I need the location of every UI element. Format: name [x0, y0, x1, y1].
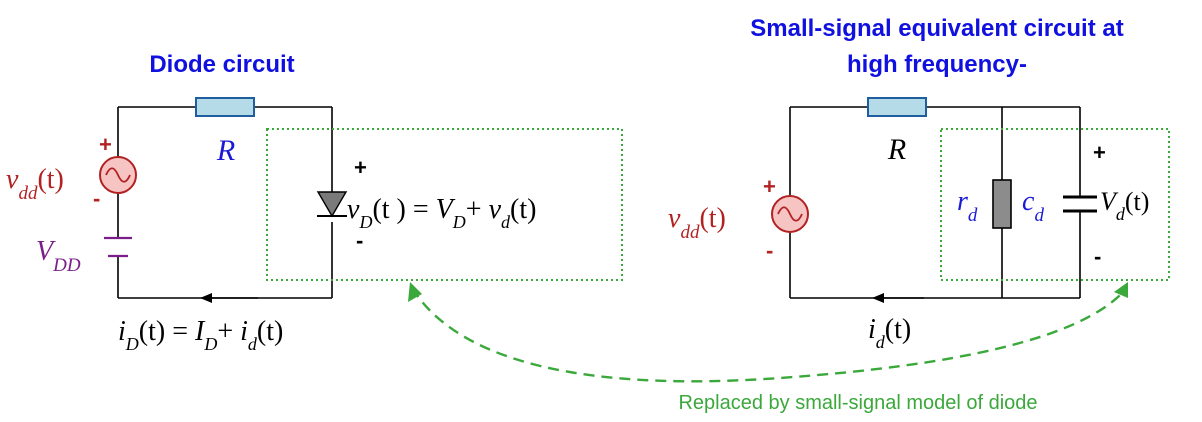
vd-minus: - [1094, 244, 1101, 269]
right-source-label: vdd(t) [668, 203, 726, 243]
cd-capacitor [1063, 195, 1097, 213]
right-resistor-label: R [887, 133, 906, 166]
left-source-minus: - [93, 186, 100, 211]
cd-label: cd [1022, 186, 1044, 226]
left-resistor [195, 97, 255, 117]
right-source-plus: + [763, 174, 776, 199]
vd-label: Vd(t) [1100, 187, 1149, 224]
right-resistor [867, 97, 927, 117]
rd-resistor [992, 179, 1012, 229]
right-wires [789, 106, 1081, 299]
left-current-equation: iD(t) = ID+ id(t) [118, 316, 283, 354]
replacement-arrowhead-left [408, 282, 422, 302]
left-title: Diode circuit [149, 51, 294, 78]
right-source-minus: - [766, 238, 773, 263]
diode-voltage-equation: vD(t ) = VD+ vd(t) [347, 194, 536, 232]
replacement-dashed-arc [410, 287, 1126, 383]
rd-label: rd [957, 186, 978, 226]
left-battery-label: VDD [36, 236, 81, 276]
right-ac-source [771, 195, 809, 233]
left-current-arrow [200, 293, 258, 303]
left-source-label: vdd(t) [6, 164, 64, 204]
right-current-arrow [872, 293, 924, 303]
right-current-label: id(t) [868, 314, 911, 352]
right-title-line2: high frequency- [847, 51, 1027, 78]
left-diode-dotted-box [266, 128, 623, 281]
left-ac-source [99, 156, 137, 194]
vd-plus: + [1093, 140, 1106, 165]
diode-symbol [316, 191, 348, 218]
right-title-line1: Small-signal equivalent circuit at [750, 15, 1123, 42]
left-battery [104, 236, 132, 258]
diode-minus: - [356, 228, 363, 253]
diode-plus: + [354, 155, 367, 180]
left-resistor-label: R [216, 134, 235, 167]
replacement-caption: Replaced by small-signal model of diode [678, 392, 1037, 414]
replacement-arrowhead-right [1114, 282, 1128, 298]
left-source-plus: + [99, 132, 112, 157]
